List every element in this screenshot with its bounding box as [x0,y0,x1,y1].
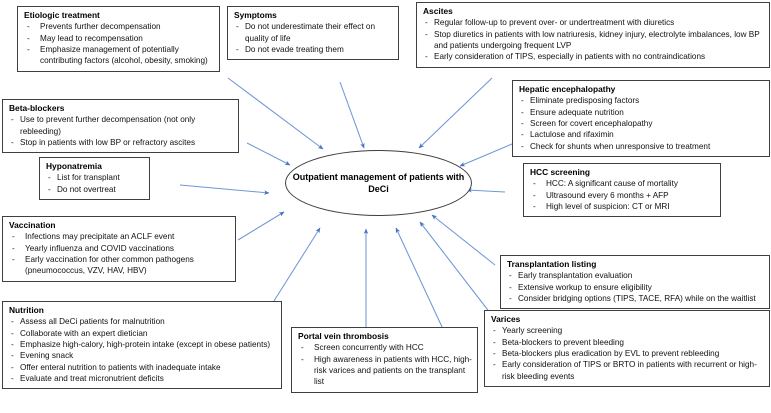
node-title: Symptoms [234,10,277,20]
node-varices[interactable]: Varices Yearly screening Beta-blockers t… [484,310,770,387]
node-transplantation-listing[interactable]: Transplantation listing Early transplant… [500,255,770,310]
bullet-item: Check for shunts when unresponsive to tr… [519,141,764,153]
bullet-item: Ensure adequate nutrition [519,107,764,119]
bullet-item: Ultrasound every 6 months + AFP [530,190,715,202]
center-node-outpatient-management[interactable]: Outpatient management of patients with D… [285,150,472,216]
node-hcc-screening[interactable]: HCC screening HCC: A significant cause o… [523,163,721,218]
bullet-item: Extensive workup to ensure eligibility [507,282,764,294]
bullet-item: Early transplantation evaluation [507,270,764,282]
arrow-vaccination [237,211,285,241]
node-title: Hyponatremia [46,161,102,171]
node-bullets: Screen concurrently with HCC High awaren… [298,342,472,387]
bullet-item: Emphasize management of potentially cont… [24,44,214,67]
bullet-item: Do not underestimate their effect on qua… [234,21,393,44]
node-bullets: Eliminate predisposing factors Ensure ad… [519,95,764,153]
bullet-item: Eliminate predisposing factors [519,95,764,107]
node-hyponatremia[interactable]: Hyponatremia List for transplant Do not … [39,157,150,200]
arrow-transplantation-listing [431,214,496,266]
bullet-item: Stop diuretics in patients with low natr… [423,29,764,52]
node-title: Vaccination [9,220,56,230]
bullet-item: Do not overtreat [46,184,144,196]
bullet-item: Do not evade treating them [234,44,393,56]
bullet-item: Emphasize high-calory, high-protein inta… [9,339,276,351]
arrow-symptoms [339,81,365,149]
bullet-item: Offer enteral nutrition to patients with… [9,362,276,374]
node-bullets: List for transplant Do not overtreat [46,172,144,195]
bullet-item: Beta-blockers plus eradication by EVL to… [491,348,764,360]
node-title: Transplantation listing [507,259,597,269]
arrow-varices-upper [419,221,495,319]
center-node-label: Outpatient management of patients with D… [292,172,465,194]
bullet-item: Use to prevent further decompensation (n… [9,114,233,137]
bullet-item: List for transplant [46,172,144,184]
bullet-item: Prevents further decompensation [24,21,214,33]
bullet-item: Collaborate with an expert dietician [9,328,276,340]
bullet-item: High awareness in patients with HCC, hig… [298,354,472,388]
node-nutrition[interactable]: Nutrition Assess all DeCi patients for m… [2,301,282,390]
node-bullets: Infections may precipitate an ACLF event… [9,231,230,276]
node-bullets: HCC: A significant cause of mortality Ul… [530,178,715,212]
bullet-item: Evaluate and treat micronutrient deficit… [9,373,276,385]
node-portal-vein-thrombosis[interactable]: Portal vein thrombosis Screen concurrent… [291,327,478,393]
node-beta-blockers[interactable]: Beta-blockers Use to prevent further dec… [2,99,239,154]
node-title: Etiologic treatment [24,10,100,20]
node-title: Nutrition [9,305,44,315]
bullet-item: HCC: A significant cause of mortality [530,178,715,190]
bullet-item: High level of suspicion: CT or MRI [530,201,715,213]
arrow-etiologic-treatment [227,77,324,150]
arrow-hcc-screening [466,187,506,193]
bullet-item: Early vaccination for other common patho… [9,254,230,277]
arrow-ascites [418,77,493,149]
arrow-hyponatremia [179,184,270,195]
node-title: Ascites [423,6,453,16]
bullet-item: Screen for covert encephalopathy [519,118,764,130]
bullet-item: Evening snack [9,350,276,362]
node-title: Portal vein thrombosis [298,331,389,341]
bullet-item: Infections may precipitate an ACLF event [9,231,230,243]
bullet-item: Regular follow-up to prevent over- or un… [423,17,764,29]
node-ascites[interactable]: Ascites Regular follow-up to prevent ove… [416,2,770,68]
bullet-item: Early consideration of TIPS, especially … [423,51,764,63]
node-title: Hepatic encephalopathy [519,84,616,94]
node-hepatic-encephalopathy[interactable]: Hepatic encephalopathy Eliminate predisp… [512,80,770,157]
node-etiologic-treatment[interactable]: Etiologic treatment Prevents further dec… [17,6,220,72]
node-bullets: Prevents further decompensation May lead… [24,21,214,66]
node-title: HCC screening [530,167,591,177]
node-bullets: Assess all DeCi patients for malnutritio… [9,316,276,384]
bullet-item: May lead to recompensation [24,33,214,45]
node-title: Varices [491,314,521,324]
bullet-item: Beta-blockers to prevent bleeding [491,337,764,349]
bullet-item: Consider bridging options (TIPS, TACE, R… [507,293,764,305]
node-bullets: Early transplantation evaluation Extensi… [507,270,764,304]
node-bullets: Do not underestimate their effect on qua… [234,21,393,55]
bullet-item: Yearly influenza and COVID vaccinations [9,243,230,255]
arrow-beta-blockers [246,142,291,166]
bullet-item: Yearly screening [491,325,764,337]
node-symptoms[interactable]: Symptoms Do not underestimate their effe… [227,6,399,61]
bullet-item: Early consideration of TIPS or BRTO in p… [491,359,764,382]
bullet-item: Lactulose and rifaximin [519,129,764,141]
node-bullets: Regular follow-up to prevent over- or un… [423,17,764,62]
bullet-item: Screen concurrently with HCC [298,342,472,354]
node-title: Beta-blockers [9,103,65,113]
node-bullets: Use to prevent further decompensation (n… [9,114,233,148]
node-vaccination[interactable]: Vaccination Infections may precipitate a… [2,216,236,282]
node-bullets: Yearly screening Beta-blockers to preven… [491,325,764,381]
bullet-item: Assess all DeCi patients for malnutritio… [9,316,276,328]
bullet-item: Stop in patients with low BP or refracto… [9,137,233,149]
